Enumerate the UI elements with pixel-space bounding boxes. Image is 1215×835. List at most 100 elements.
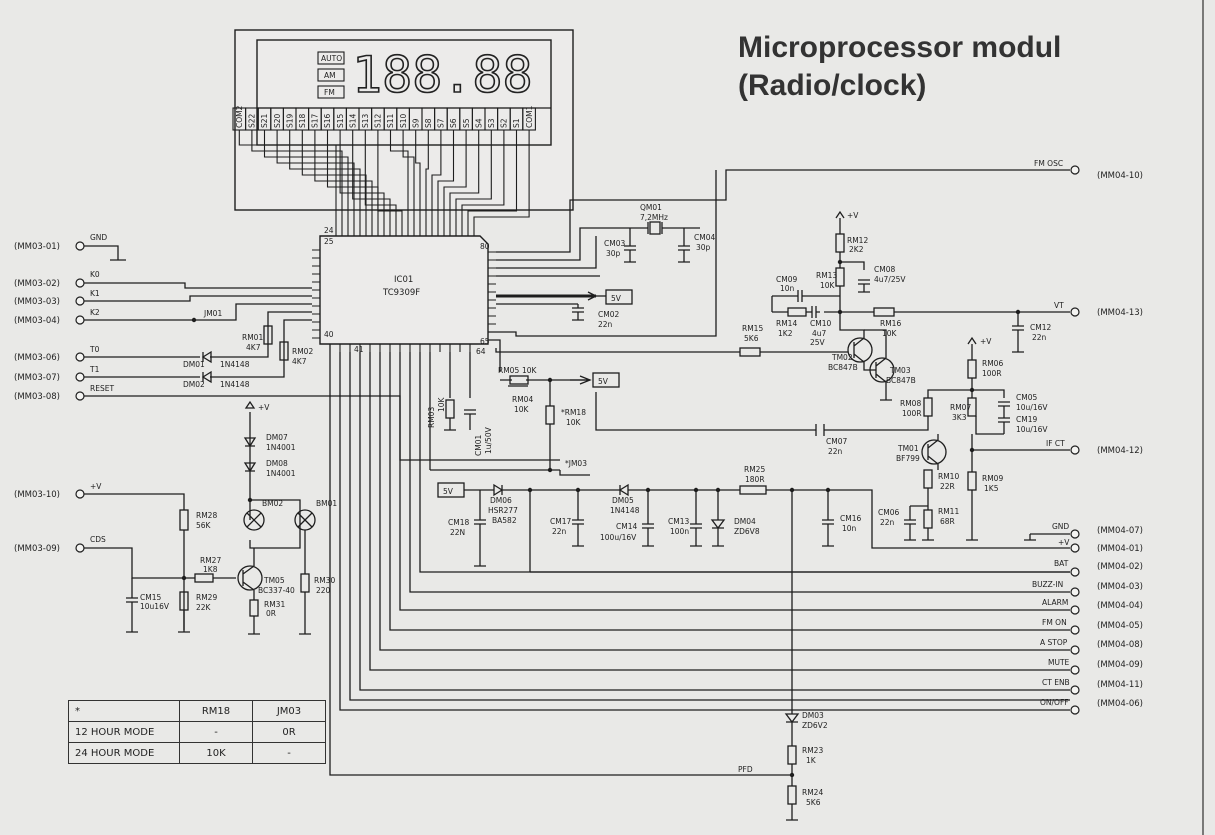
- cm07-label: CM07: [826, 437, 847, 446]
- conn-mm04-07: (MM04-07): [1097, 526, 1143, 536]
- rm30-label: RM30: [314, 576, 335, 585]
- plus-v-rm06: +V: [980, 337, 992, 346]
- segment-pin-label: S18: [298, 113, 307, 128]
- rm10-value: 22R: [940, 482, 955, 491]
- net-cds: CDS: [90, 535, 106, 544]
- segment-pin-label: S6: [449, 118, 458, 128]
- rm11-value: 68R: [940, 517, 955, 526]
- ic-pin-65: 65: [480, 337, 490, 346]
- conn-mm04-01: (MM04-01): [1097, 544, 1143, 554]
- bus-line: [263, 130, 349, 236]
- conn-mm04-03: (MM04-03): [1097, 582, 1143, 592]
- conn-mm03-01: (MM03-01): [14, 242, 60, 252]
- rm12-label: RM12: [847, 236, 868, 245]
- net-mute: MUTE: [1048, 658, 1070, 667]
- dm06-value: HSR277: [488, 506, 518, 515]
- jm01-label: JM01: [203, 309, 222, 318]
- dm08-value: 1N4001: [266, 469, 296, 478]
- segment-pin-label: S4: [474, 118, 483, 128]
- plus-v-lamp: +V: [258, 403, 270, 412]
- v5-label-3: 5V: [443, 487, 454, 496]
- ic-part: TC9309F: [382, 288, 420, 298]
- left-connectors: (MM03-01) (MM03-02) (MM03-03) (MM03-04) …: [14, 233, 114, 554]
- dm01-value: 1N4148: [220, 360, 250, 369]
- cm04-label: CM04: [694, 233, 715, 242]
- dm03-label: DM03: [802, 711, 824, 720]
- ic01: IC01 TC9309F 25 40 41 80 24 65 64: [312, 226, 496, 356]
- rm27-label: RM27: [200, 556, 221, 565]
- net-k1: K1: [90, 289, 100, 298]
- tm05-label: TM05: [263, 576, 285, 585]
- dm06-label: DM06: [490, 496, 512, 505]
- net-fm-osc: FM OSC: [1034, 159, 1063, 168]
- segment-pin-label: S8: [424, 118, 433, 128]
- net-k2: K2: [90, 308, 100, 317]
- net-plus-v-left: +V: [90, 482, 102, 491]
- cm09-value: 10n: [780, 284, 795, 293]
- right-connectors: FM OSC VT IF CT GND +V BAT BUZZ-IN ALARM…: [1032, 159, 1143, 715]
- net-ct-enb: CT ENB: [1042, 678, 1070, 687]
- cm19-label: CM19: [1016, 415, 1037, 424]
- cm15-value: 10u16V: [140, 602, 170, 611]
- bus-line: [449, 130, 480, 236]
- dm07-label: DM07: [266, 433, 288, 442]
- segment-pin-label: S11: [386, 113, 395, 128]
- table-cell: 24 HOUR MODE: [68, 742, 180, 764]
- bus-line: [437, 130, 455, 236]
- rm06-value: 100R: [982, 369, 1002, 378]
- cm02-value: 22n: [598, 320, 613, 329]
- net-t1: T1: [89, 365, 100, 374]
- rm31-value: 0R: [266, 609, 276, 618]
- rm09-value: 1K5: [984, 484, 999, 493]
- qm01-label: QM01: [640, 203, 662, 212]
- net-gnd-right: GND: [1052, 522, 1069, 531]
- rm12-value: 2K2: [849, 245, 864, 254]
- mode-am-label: AM: [324, 71, 336, 80]
- cm14-value: 100u/16V: [600, 533, 637, 542]
- cm09-label: CM09: [776, 275, 797, 284]
- ic-pin-80: 80: [480, 242, 490, 251]
- segment-pin-label: S13: [361, 113, 370, 128]
- conn-mm04-13: (MM04-13): [1097, 308, 1143, 318]
- cm10-label: CM10: [810, 319, 831, 328]
- cm16-value: 10n: [842, 524, 857, 533]
- segment-pin-label: S1: [512, 118, 521, 128]
- net-k0: K0: [90, 270, 100, 279]
- rm16-label: RM16: [880, 319, 901, 328]
- rm06-label: RM06: [982, 359, 1003, 368]
- rm30-value: 220: [316, 586, 331, 595]
- cm12-label: CM12: [1030, 323, 1051, 332]
- segment-pin-label: S22: [248, 113, 257, 128]
- cm19-value: 10u/16V: [1016, 425, 1048, 434]
- bus-line: [364, 130, 397, 236]
- conn-mm03-08: (MM03-08): [14, 392, 60, 402]
- cm18-label: CM18: [448, 518, 469, 527]
- segment-pin-label: S15: [336, 113, 345, 128]
- ic-pin-64: 64: [476, 347, 486, 356]
- bus-line: [425, 130, 429, 236]
- v5-label-1: 5V: [611, 294, 622, 303]
- net-a-stop: A STOP: [1040, 638, 1068, 647]
- segment-pin-label: S7: [437, 118, 446, 128]
- cm06-value: 22n: [880, 518, 895, 527]
- bus-line: [339, 130, 385, 236]
- cm14-label: CM14: [616, 522, 637, 531]
- rm07-value: 3K3: [952, 413, 967, 422]
- tm01-value: BF799: [896, 454, 920, 463]
- net-fm-on: FM ON: [1042, 618, 1067, 627]
- bus-line: [402, 130, 415, 236]
- dm06-value-2: BA582: [492, 516, 517, 525]
- cm13-label: CM13: [668, 517, 689, 526]
- table-row: 12 HOUR MODE - 0R: [68, 721, 326, 743]
- bus-line: [455, 130, 492, 236]
- plus-v-rm12: +V: [847, 211, 859, 220]
- ic-pin-40: 40: [324, 330, 334, 339]
- conn-mm04-11: (MM04-11): [1097, 680, 1143, 690]
- rm08-label: RM08: [900, 399, 921, 408]
- segment-pin-label: COM1: [525, 105, 534, 128]
- conn-mm04-10: (MM04-10): [1097, 171, 1143, 181]
- cm08-value: 4u7/25V: [874, 275, 906, 284]
- rm04-value: 10K: [514, 405, 530, 414]
